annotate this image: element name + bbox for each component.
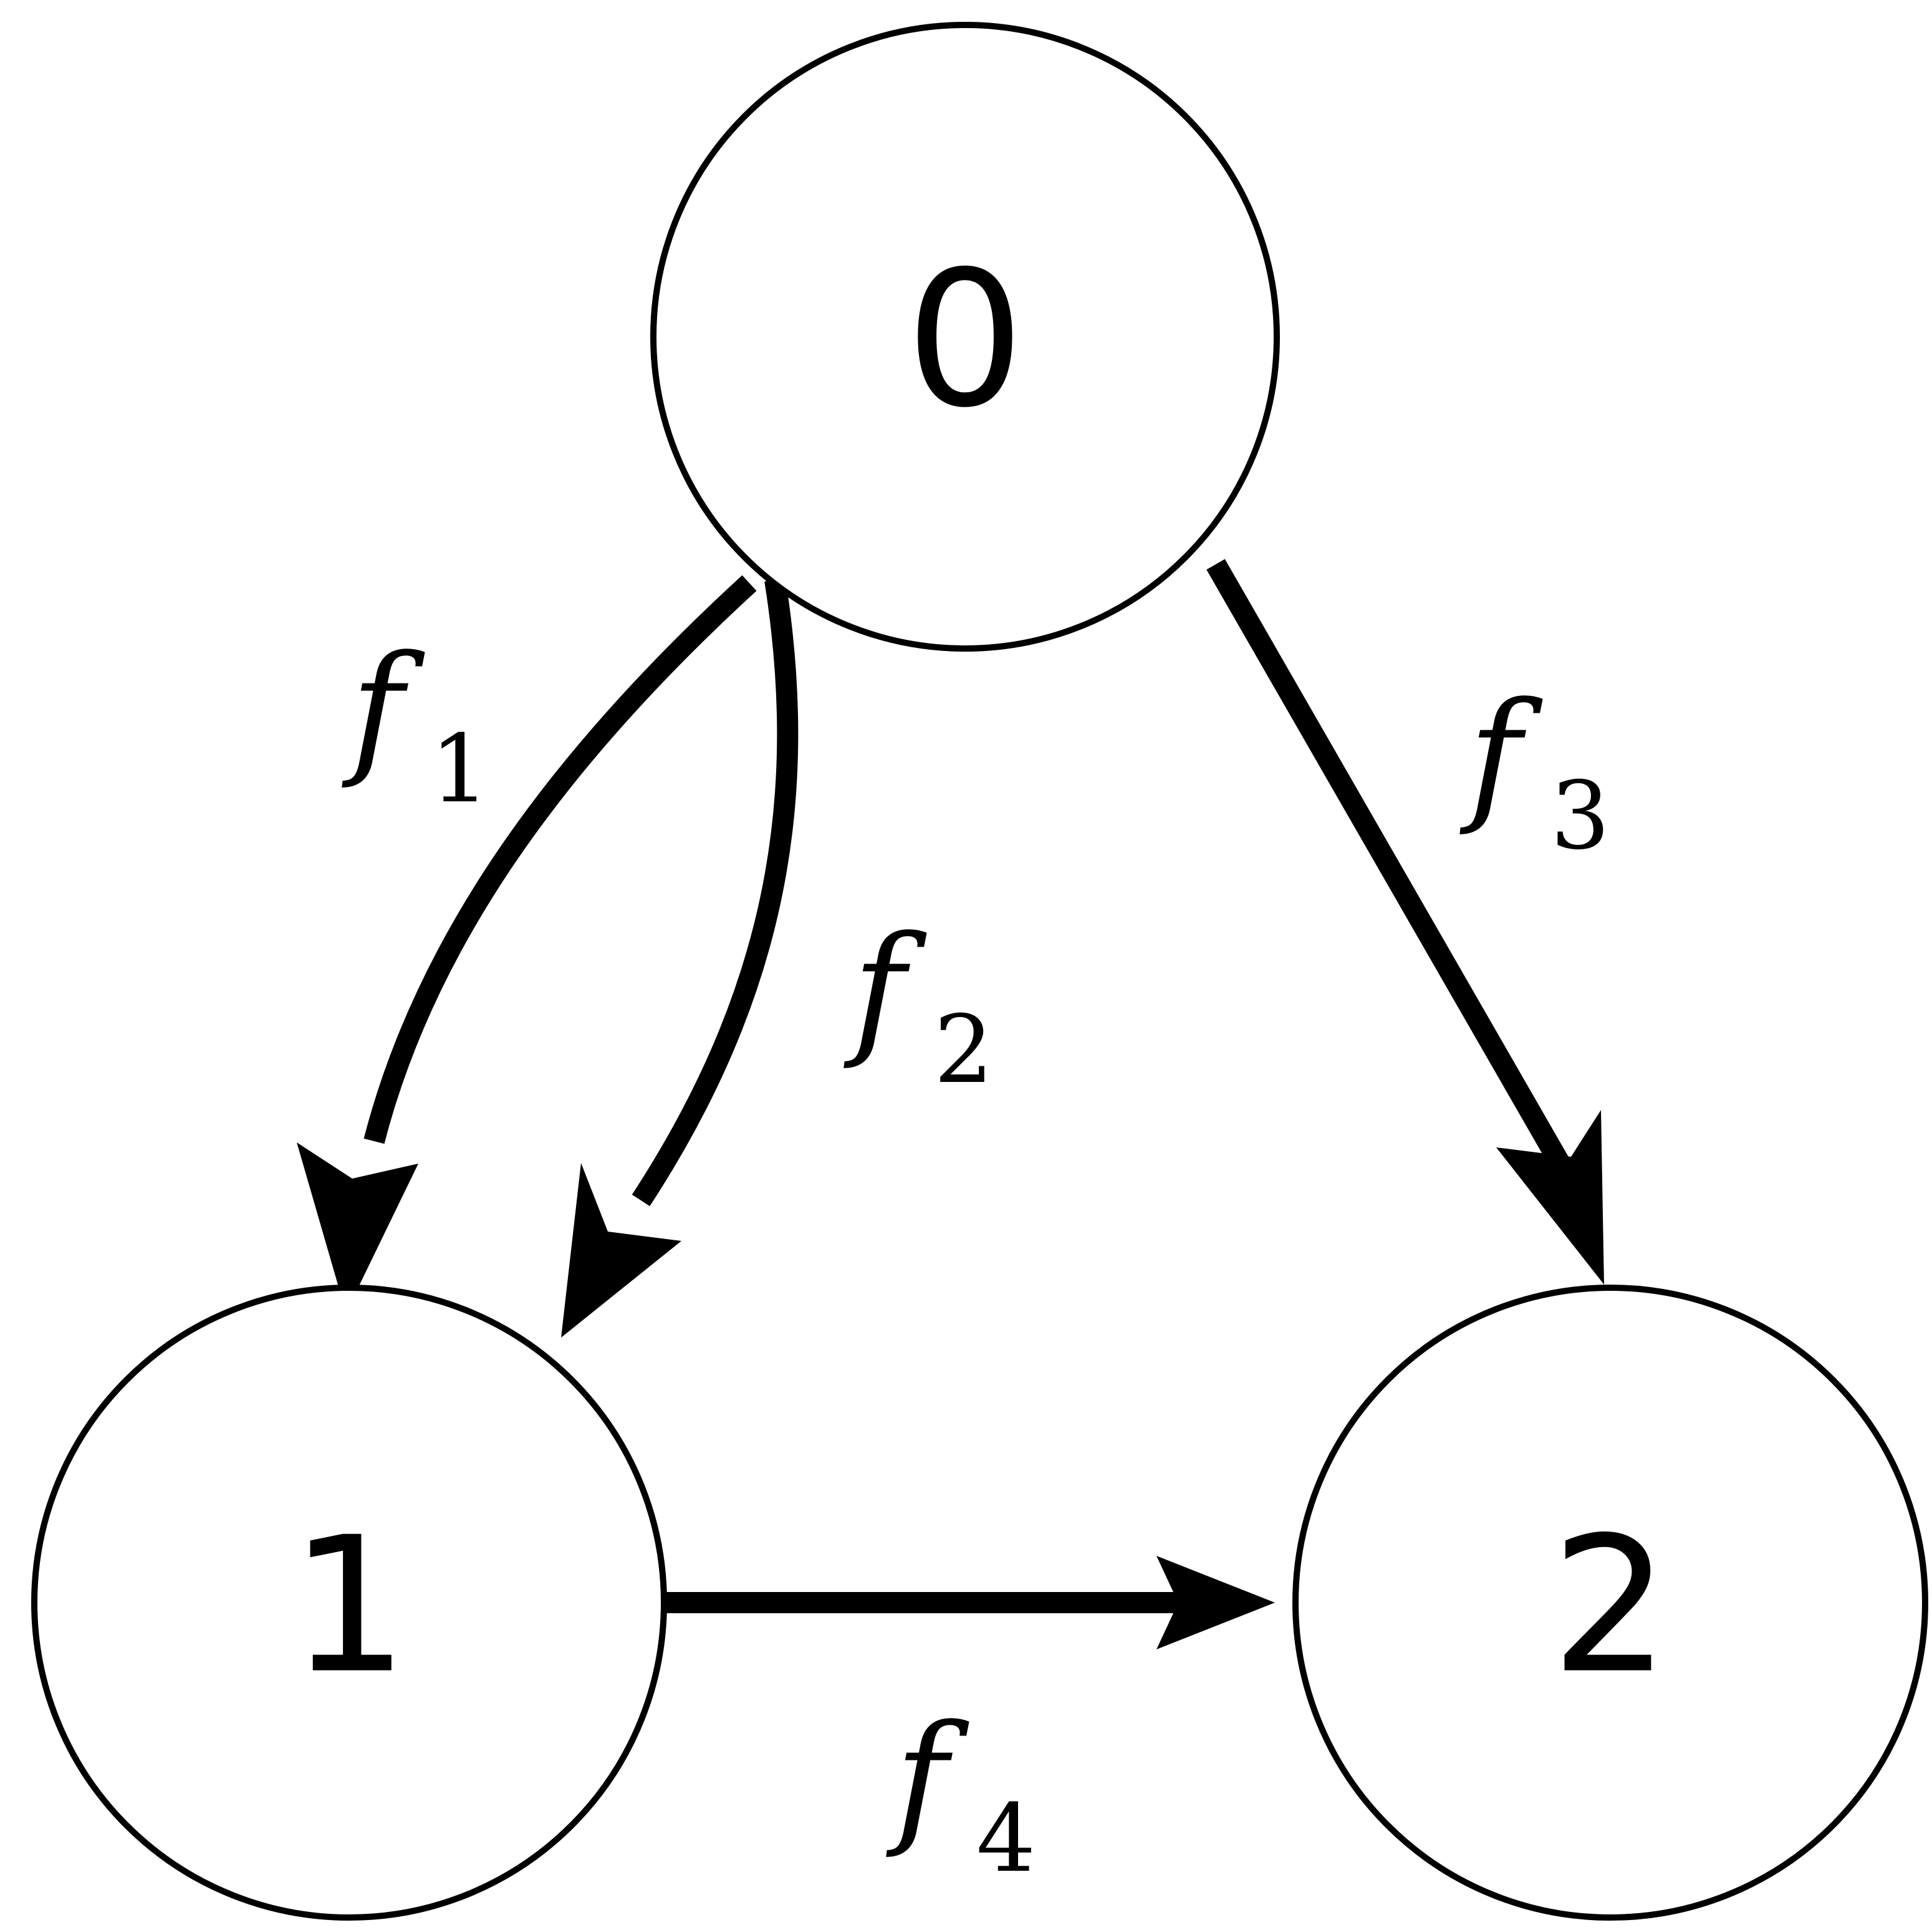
edge-f1-label-sub: 1 bbox=[430, 715, 489, 824]
edge-f3-label-sub: 3 bbox=[1550, 762, 1610, 871]
edge-f2-label-base: f bbox=[843, 906, 927, 1073]
edge-f1[interactable]: f 1 bbox=[297, 575, 757, 1313]
edge-f3-label: f 3 bbox=[1459, 672, 1610, 871]
node-0-circle[interactable] bbox=[650, 22, 1280, 652]
edge-f3-line bbox=[1206, 559, 1584, 1194]
edge-f4-arrowhead bbox=[1156, 1556, 1275, 1649]
edge-f4-label-sub: 4 bbox=[976, 1785, 1036, 1893]
edge-f4-label: f 4 bbox=[885, 1695, 1036, 1893]
edge-f1-label: f 1 bbox=[341, 625, 489, 824]
node-1-label: 1 bbox=[290, 1497, 409, 1715]
node-0-label: 0 bbox=[906, 231, 1025, 449]
edge-f1-line bbox=[363, 575, 757, 1144]
node-1-circle[interactable] bbox=[31, 1285, 667, 1921]
edge-f1-arrowhead bbox=[297, 1142, 418, 1313]
edge-f3[interactable]: f 3 bbox=[1206, 559, 1610, 1285]
edge-f1-label-base: f bbox=[341, 625, 425, 792]
node-2[interactable]: 2 bbox=[1292, 1285, 1928, 1921]
edge-f4[interactable]: f 4 bbox=[664, 1556, 1275, 1893]
edge-f4-label-base: f bbox=[885, 1695, 969, 1861]
node-2-circle[interactable] bbox=[1292, 1285, 1928, 1921]
node-1[interactable]: 1 bbox=[31, 1285, 667, 1921]
edge-f2-label: f 2 bbox=[843, 906, 993, 1104]
edge-f2-line bbox=[632, 578, 799, 1207]
edge-f3-arrowhead bbox=[1496, 1110, 1604, 1285]
edge-f2-arrowhead bbox=[561, 1163, 681, 1338]
edge-f2-label-sub: 2 bbox=[934, 996, 993, 1104]
node-2-label: 2 bbox=[1551, 1497, 1670, 1715]
node-0[interactable]: 0 bbox=[650, 22, 1280, 652]
edge-f3-label-base: f bbox=[1459, 672, 1543, 839]
